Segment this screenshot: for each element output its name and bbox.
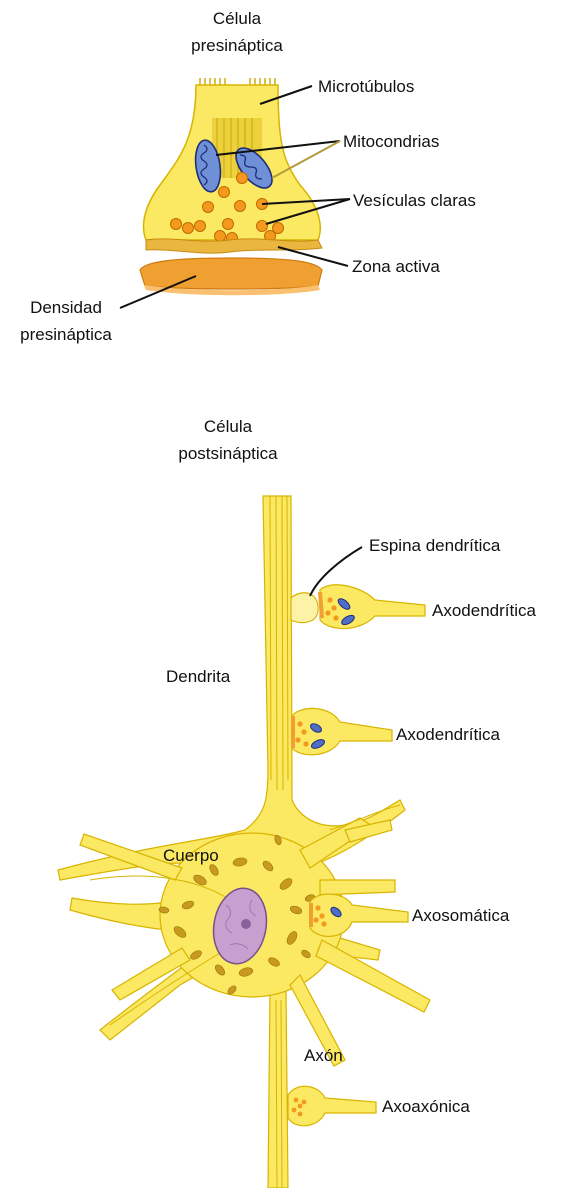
bouton-axodendritic-shaft <box>292 708 392 754</box>
label-zona-activa: Zona activa <box>352 257 440 276</box>
label-cuerpo: Cuerpo <box>163 846 219 865</box>
label-axosomatica: Axosomática <box>412 906 510 925</box>
dendritic-spine <box>291 593 318 623</box>
nucleolus <box>241 919 251 929</box>
bouton-axosomatic <box>310 894 408 936</box>
presynaptic-terminal <box>140 78 322 295</box>
label-microtubulos: Microtúbulos <box>318 77 414 96</box>
label-densidad-line2: presináptica <box>20 325 112 344</box>
presynaptic-title-line2: presináptica <box>191 36 283 55</box>
label-densidad-line1: Densidad <box>30 298 102 317</box>
label-axodendritica-2: Axodendrítica <box>396 725 500 744</box>
label-axodendritica-1: Axodendrítica <box>432 601 536 620</box>
label-axon: Axón <box>304 1046 343 1065</box>
label-vesiculas: Vesículas claras <box>353 191 476 210</box>
label-mitocondrias: Mitocondrias <box>343 132 439 151</box>
presynaptic-title-line1: Célula <box>213 9 262 28</box>
bouton-axoaxonic <box>288 1086 376 1126</box>
postsynaptic-title-line1: Célula <box>204 417 253 436</box>
bouton-axodendritic-spine <box>320 585 425 629</box>
presynaptic-density <box>140 258 322 289</box>
label-espina: Espina dendrítica <box>369 536 501 555</box>
label-dendrita: Dendrita <box>166 667 231 686</box>
label-axoaxonica: Axoaxónica <box>382 1097 470 1116</box>
postsynaptic-title-line2: postsináptica <box>178 444 278 463</box>
